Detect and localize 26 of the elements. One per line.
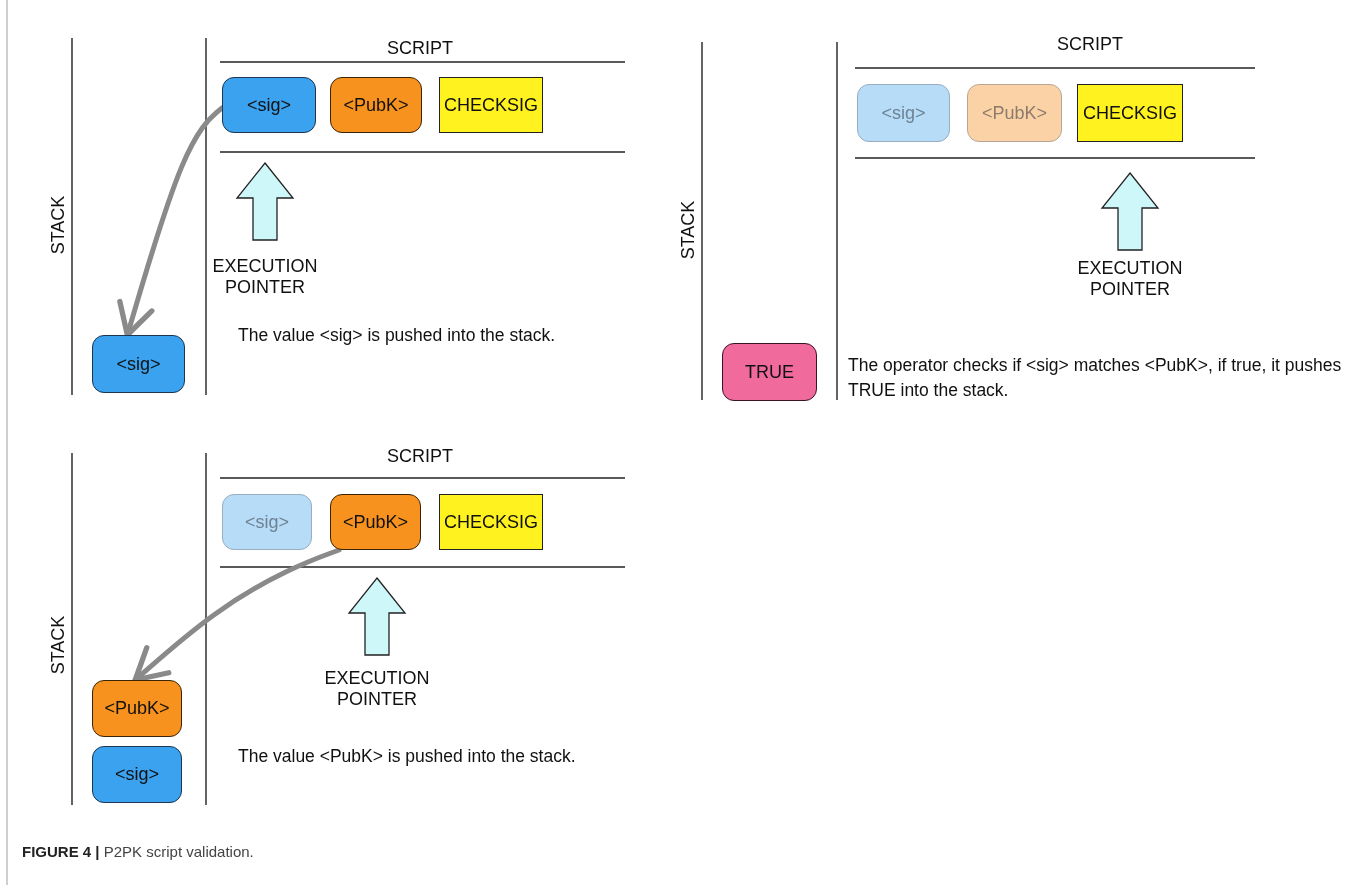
pointer-label: EXECUTION POINTER — [211, 256, 319, 298]
opcode-token: CHECKSIG — [439, 494, 543, 550]
pointer-label: EXECUTION POINTER — [1076, 258, 1184, 300]
stack-label: STACK — [47, 195, 69, 255]
faded-value-token: <sig> — [857, 84, 950, 142]
section-heading: SCRIPT — [386, 446, 454, 467]
figure-caption: FIGURE 4 | P2PK script validation. — [22, 843, 254, 860]
opcode-token: CHECKSIG — [439, 77, 543, 133]
value-token: <PubK> — [330, 494, 421, 550]
description-text: The operator checks if <sig> matches <PubK>, if true, it pushes TRUE into the stack. — [848, 354, 1343, 402]
opcode-token: CHECKSIG — [1077, 84, 1183, 142]
value-token: <sig> — [92, 746, 182, 803]
stack-label: STACK — [47, 615, 69, 675]
description-text: The value <PubK> is pushed into the stack. — [238, 745, 577, 768]
value-token: TRUE — [722, 343, 817, 401]
value-token: <sig> — [92, 335, 185, 393]
section-heading: SCRIPT — [386, 38, 454, 59]
faded-value-token: <PubK> — [967, 84, 1062, 142]
section-heading: SCRIPT — [1056, 34, 1124, 55]
description-text: The value <sig> is pushed into the stack. — [238, 324, 557, 347]
faded-value-token: <sig> — [222, 494, 312, 550]
value-token: <PubK> — [92, 680, 182, 737]
value-token: <sig> — [222, 77, 316, 133]
stack-label: STACK — [677, 200, 699, 260]
pointer-label: EXECUTION POINTER — [323, 668, 431, 710]
value-token: <PubK> — [330, 77, 422, 133]
